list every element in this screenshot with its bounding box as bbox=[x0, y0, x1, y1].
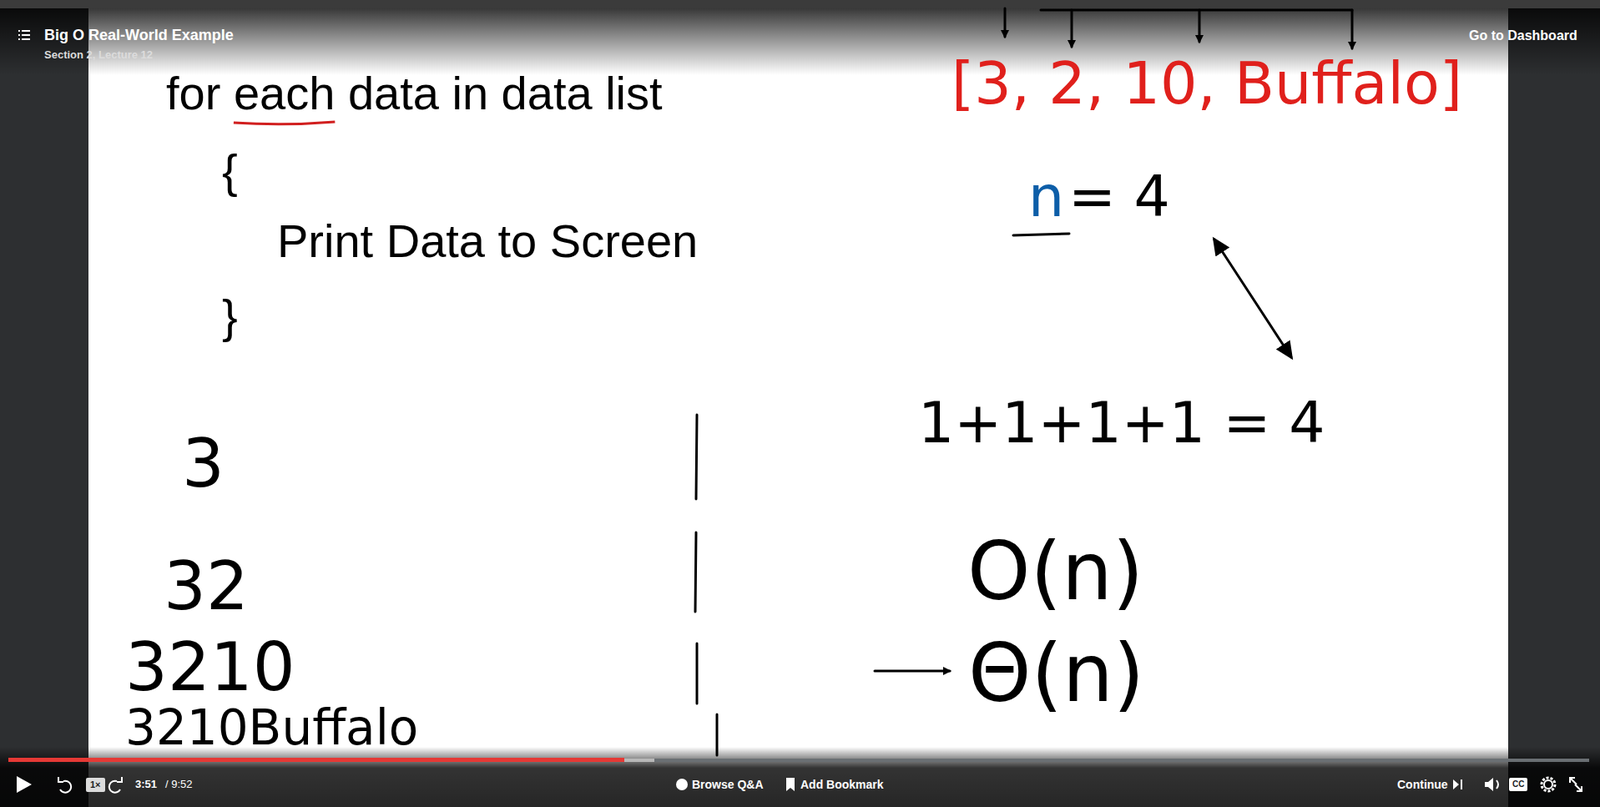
pseudo-code: { bbox=[222, 144, 238, 198]
duration: / 9:52 bbox=[165, 778, 193, 792]
progress-buffer bbox=[624, 758, 655, 763]
output-line: 3 bbox=[181, 425, 225, 503]
volume-icon bbox=[1496, 780, 1499, 789]
theta-notation: Θ(n) bbox=[968, 627, 1145, 720]
equation: 1+1+1+1 = 4 bbox=[918, 390, 1325, 456]
forward-icon bbox=[116, 777, 122, 783]
pointer-arrow bbox=[1004, 8, 1007, 37]
progress-track bbox=[8, 758, 1590, 763]
bookmark-button: Add Bookmark bbox=[800, 777, 884, 792]
speed-button: 1× bbox=[85, 777, 106, 793]
pointer-arrow bbox=[1198, 10, 1202, 42]
bookmark-icon bbox=[786, 777, 795, 792]
output-line: 3210Buffalo bbox=[125, 700, 419, 757]
captions-label: CC bbox=[1512, 779, 1525, 790]
tally-mark bbox=[696, 414, 697, 500]
underline bbox=[1013, 233, 1070, 236]
big-o-notation: O(n) bbox=[967, 525, 1144, 618]
emphasis-underline bbox=[233, 121, 335, 125]
equation: = 4 bbox=[1068, 164, 1171, 230]
pseudo-code: Print Data to Screen bbox=[277, 214, 698, 268]
help-icon bbox=[676, 778, 688, 791]
captions-icon bbox=[1509, 777, 1528, 792]
pointer-arrow bbox=[1351, 10, 1354, 49]
current-time: 3:51 bbox=[135, 778, 157, 792]
fullscreen-icon bbox=[1569, 777, 1582, 792]
menu-icon bbox=[21, 38, 31, 41]
qa-button: Browse Q&A bbox=[691, 777, 764, 792]
pseudo-code: } bbox=[222, 289, 238, 344]
tally-mark bbox=[695, 532, 697, 612]
pointer-arrow bbox=[1070, 10, 1074, 47]
tally-mark bbox=[716, 714, 719, 756]
pointer-arrow bbox=[874, 670, 950, 673]
menu-icon bbox=[18, 38, 21, 41]
progress-played bbox=[8, 757, 625, 763]
bookmark-strip bbox=[0, 0, 1600, 9]
continue-button: Continue bbox=[1397, 777, 1449, 792]
output-line: 32 bbox=[163, 548, 249, 626]
data-list: [3, 2, 10, Buffalo] bbox=[951, 50, 1463, 118]
bottom-overlay bbox=[0, 747, 1600, 807]
play-icon bbox=[16, 776, 32, 793]
menu-icon bbox=[21, 30, 31, 32]
tally-mark bbox=[696, 643, 699, 704]
rewind-icon bbox=[58, 777, 64, 783]
settings-icon bbox=[1541, 777, 1555, 792]
lecture-subtitle: Section 2, Lecture 12 bbox=[44, 49, 153, 62]
pseudo-code: for each data in data list bbox=[166, 66, 663, 121]
volume-icon bbox=[1484, 777, 1494, 792]
settings-icon bbox=[1544, 780, 1553, 789]
menu-icon bbox=[18, 34, 21, 36]
output-line: 3210 bbox=[125, 629, 296, 707]
variable-n: n bbox=[1028, 164, 1065, 230]
pointer-line bbox=[1040, 9, 1353, 12]
double-arrow bbox=[1214, 239, 1292, 358]
skip-icon bbox=[1453, 779, 1463, 790]
menu-icon bbox=[21, 34, 31, 36]
menu-icon bbox=[18, 30, 21, 32]
lecture-title: Big O Real-World Example bbox=[44, 26, 234, 45]
dashboard-link: Go to Dashboard bbox=[1468, 28, 1578, 44]
